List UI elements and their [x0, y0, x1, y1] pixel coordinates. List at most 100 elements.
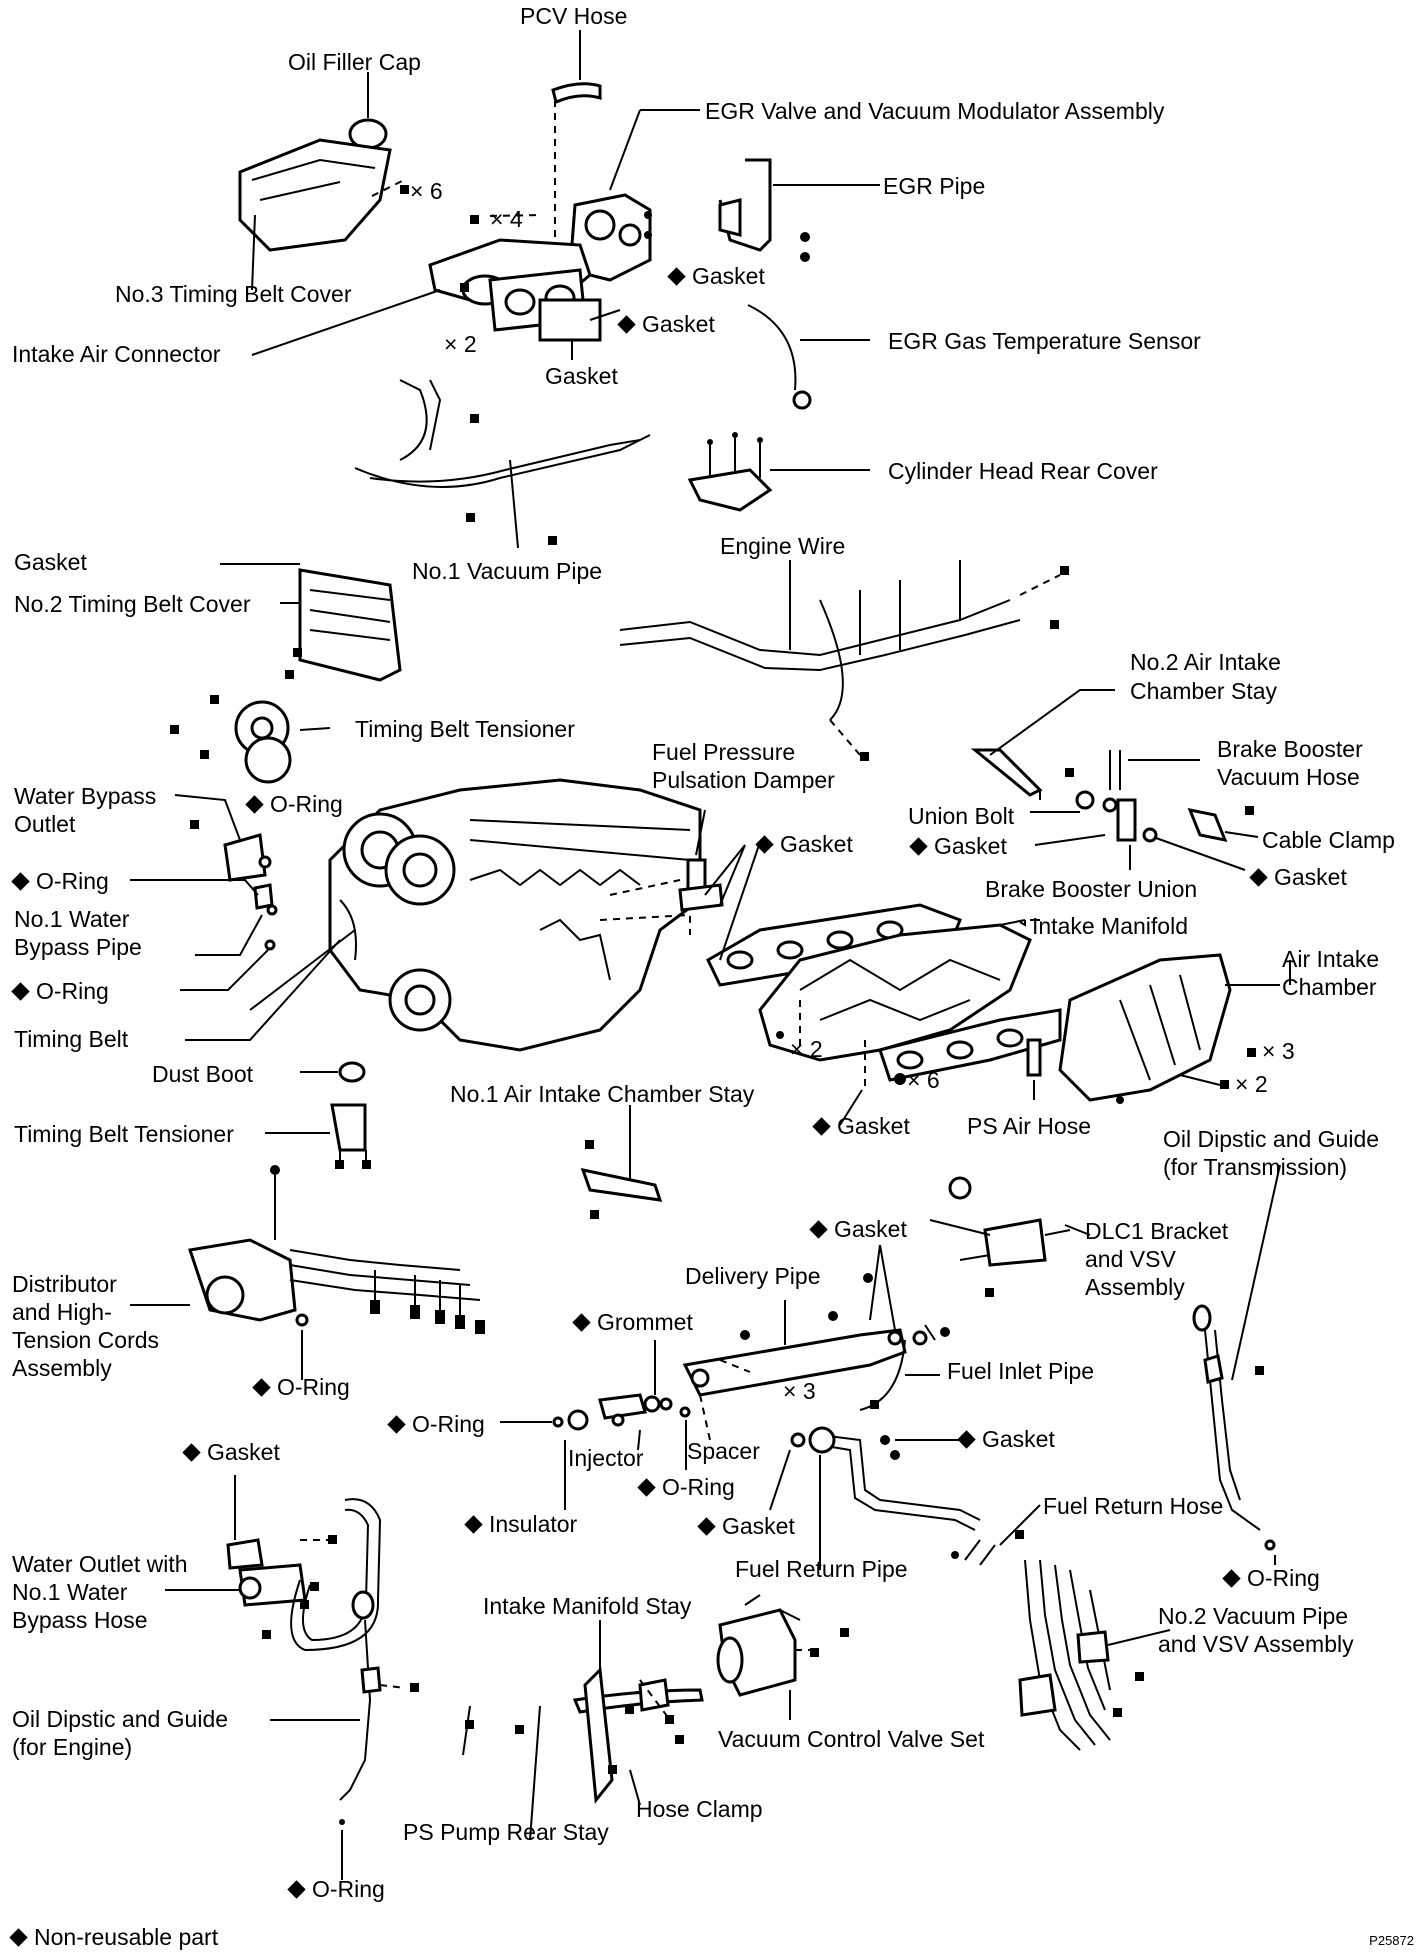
- fuel-return-hose-part: [964, 1539, 996, 1566]
- label-no3-timing-belt-cover: No.3 Timing Belt Cover: [115, 281, 352, 307]
- label-distributor-line4: Assembly: [12, 1355, 112, 1381]
- label-egr-pipe: EGR Pipe: [883, 173, 986, 199]
- water-bypass-outlet-part: [223, 833, 267, 882]
- label-oil-dip-trans-line1: Oil Dipstic and Guide: [1163, 1126, 1380, 1152]
- label-injector: Injector: [568, 1445, 644, 1471]
- label-fuel-return-pipe: Fuel Return Pipe: [735, 1556, 908, 1582]
- label-union-bolt: Union Bolt: [908, 803, 1015, 829]
- non-reusable-diamond-icon: [1249, 868, 1268, 887]
- ps-air-hose-part: [1026, 1038, 1042, 1077]
- label-oring-b: O-Ring: [11, 867, 109, 895]
- label-fuel-inlet-pipe: Fuel Inlet Pipe: [947, 1358, 1095, 1384]
- non-reusable-diamond-icon: [809, 1220, 828, 1239]
- label-no1-water-line1: No.1 Water: [14, 906, 130, 932]
- label-oil-dip-trans-line2: (for Transmission): [1163, 1154, 1348, 1180]
- label-oring-c: O-Ring: [11, 977, 109, 1005]
- label-grommet: Grommet: [572, 1308, 693, 1336]
- intake-manifold-part: [758, 923, 1032, 1062]
- label-no2-stay-line1: No.2 Air Intake: [1130, 649, 1281, 675]
- injector-part: [598, 1393, 647, 1420]
- label-gasket-inlet: Gasket: [957, 1425, 1055, 1453]
- label-oil-dip-engine-line1: Oil Dipstic and Guide: [12, 1706, 229, 1732]
- distributor-part: [188, 1238, 297, 1322]
- fuel-inlet-pipe-part: [859, 1339, 906, 1411]
- label-intake-manifold: Intake Manifold: [1032, 913, 1188, 939]
- no1-stay-part: [580, 1167, 663, 1202]
- label-oring-d: O-Ring: [637, 1473, 735, 1501]
- label-water-bypass-line1: Water Bypass: [14, 783, 157, 809]
- fuel-return-pipe-part: [819, 1434, 981, 1521]
- label-fuel-return-hose: Fuel Return Hose: [1043, 1493, 1224, 1519]
- label-engine-wire: Engine Wire: [720, 533, 846, 559]
- label-timing-belt-tensioner-a: Timing Belt Tensioner: [355, 716, 575, 742]
- engine-block-part: [185, 778, 702, 1052]
- label-brake-hose-line1: Brake Booster: [1217, 736, 1363, 762]
- oil-dipstick-transmission-part: [1192, 1304, 1212, 1332]
- label-dust-boot: Dust Boot: [152, 1061, 253, 1087]
- non-reusable-diamond-icon: [572, 1313, 591, 1332]
- label-oring-f: O-Ring: [287, 1875, 385, 1903]
- label-no1-water-line2: Bypass Pipe: [14, 934, 142, 960]
- label-no1-vacuum-pipe: No.1 Vacuum Pipe: [412, 558, 603, 584]
- label-intake-air-connector: Intake Air Connector: [12, 341, 221, 367]
- label-oring-e: O-Ring: [1222, 1564, 1320, 1592]
- label-no2-stay-line2: Chamber Stay: [1130, 678, 1278, 704]
- label-oring-distributor: O-Ring: [252, 1373, 350, 1401]
- label-timing-belt: Timing Belt: [14, 1026, 129, 1052]
- label-gasket-union: Gasket: [909, 832, 1007, 860]
- cylinder-head-rear-cover-part: [687, 468, 773, 512]
- non-reusable-diamond-icon: [1222, 1569, 1241, 1588]
- label-air-chamber-line1: Air Intake: [1282, 946, 1380, 972]
- label-gasket-egr: Gasket: [667, 262, 765, 290]
- label-gasket-plain: Gasket: [545, 363, 618, 389]
- label-brake-hose-line2: Vacuum Hose: [1217, 764, 1360, 790]
- label-gasket-connector: Gasket: [617, 310, 715, 338]
- label-delivery-pipe: Delivery Pipe: [685, 1263, 821, 1289]
- egr-sensor-part: [747, 304, 797, 391]
- label-ps-air-hose: PS Air Hose: [967, 1113, 1091, 1139]
- label-x6-manifold: × 6: [907, 1067, 940, 1093]
- non-reusable-diamond-icon: [387, 1415, 406, 1434]
- label-vacuum-control-valve-set: Vacuum Control Valve Set: [718, 1726, 985, 1752]
- brake-booster-hose-part: [1109, 750, 1121, 790]
- label-no1-air-intake-chamber-stay: No.1 Air Intake Chamber Stay: [450, 1081, 755, 1107]
- no2-stay-part: [970, 748, 1043, 797]
- label-oring-injector: O-Ring: [387, 1410, 485, 1438]
- label-x4: × 4: [490, 206, 523, 232]
- no1-vacuum-pipe-part: [354, 434, 651, 488]
- label-x6-cover: × 6: [410, 178, 443, 204]
- label-ps-pump-rear-stay: PS Pump Rear Stay: [403, 1819, 609, 1845]
- label-oring-a: O-Ring: [245, 790, 343, 818]
- label-hose-clamp: Hose Clamp: [636, 1796, 763, 1822]
- non-reusable-diamond-icon: [182, 1443, 201, 1462]
- non-reusable-diamond-icon: [812, 1117, 831, 1136]
- label-x2-chamber: × 2: [1235, 1071, 1268, 1097]
- label-insulator: Insulator: [464, 1510, 577, 1538]
- non-reusable-diamond-icon: [755, 835, 774, 854]
- intake-manifold-stay-part: [572, 1688, 704, 1714]
- label-distributor-line2: and High-: [12, 1299, 112, 1325]
- label-x2-manifold: × 2: [790, 1036, 823, 1062]
- oil-dipstick-engine-part: [351, 1590, 375, 1620]
- label-water-bypass-line2: Outlet: [14, 811, 76, 837]
- dlc1-bracket-part: [983, 1218, 1047, 1267]
- label-fuel-damper-line1: Fuel Pressure: [652, 739, 796, 765]
- non-reusable-diamond-icon: [464, 1515, 483, 1534]
- label-dlc1-line1: DLC1 Bracket: [1085, 1218, 1229, 1244]
- label-gasket-manifold: Gasket: [812, 1112, 910, 1140]
- figure-reference: P25872: [1369, 1933, 1414, 1948]
- label-air-chamber-line2: Chamber: [1282, 974, 1377, 1000]
- label-egr-valve: EGR Valve and Vacuum Modulator Assembly: [705, 98, 1165, 124]
- label-gasket-water: Gasket: [182, 1438, 280, 1466]
- non-reusable-diamond-icon: [252, 1378, 271, 1397]
- label-cable-clamp: Cable Clamp: [1262, 827, 1395, 853]
- air-intake-chamber-part: [1058, 953, 1232, 1102]
- label-pcv-hose: PCV Hose: [520, 3, 628, 29]
- legend-non-reusable: Non-reusable part: [9, 1923, 218, 1951]
- label-dlc1-line2: and VSV: [1085, 1246, 1176, 1272]
- label-gasket-fuel: Gasket: [697, 1512, 795, 1540]
- label-dlc1-line3: Assembly: [1085, 1274, 1185, 1300]
- non-reusable-diamond-icon: [957, 1430, 976, 1449]
- label-spacer: Spacer: [687, 1438, 760, 1464]
